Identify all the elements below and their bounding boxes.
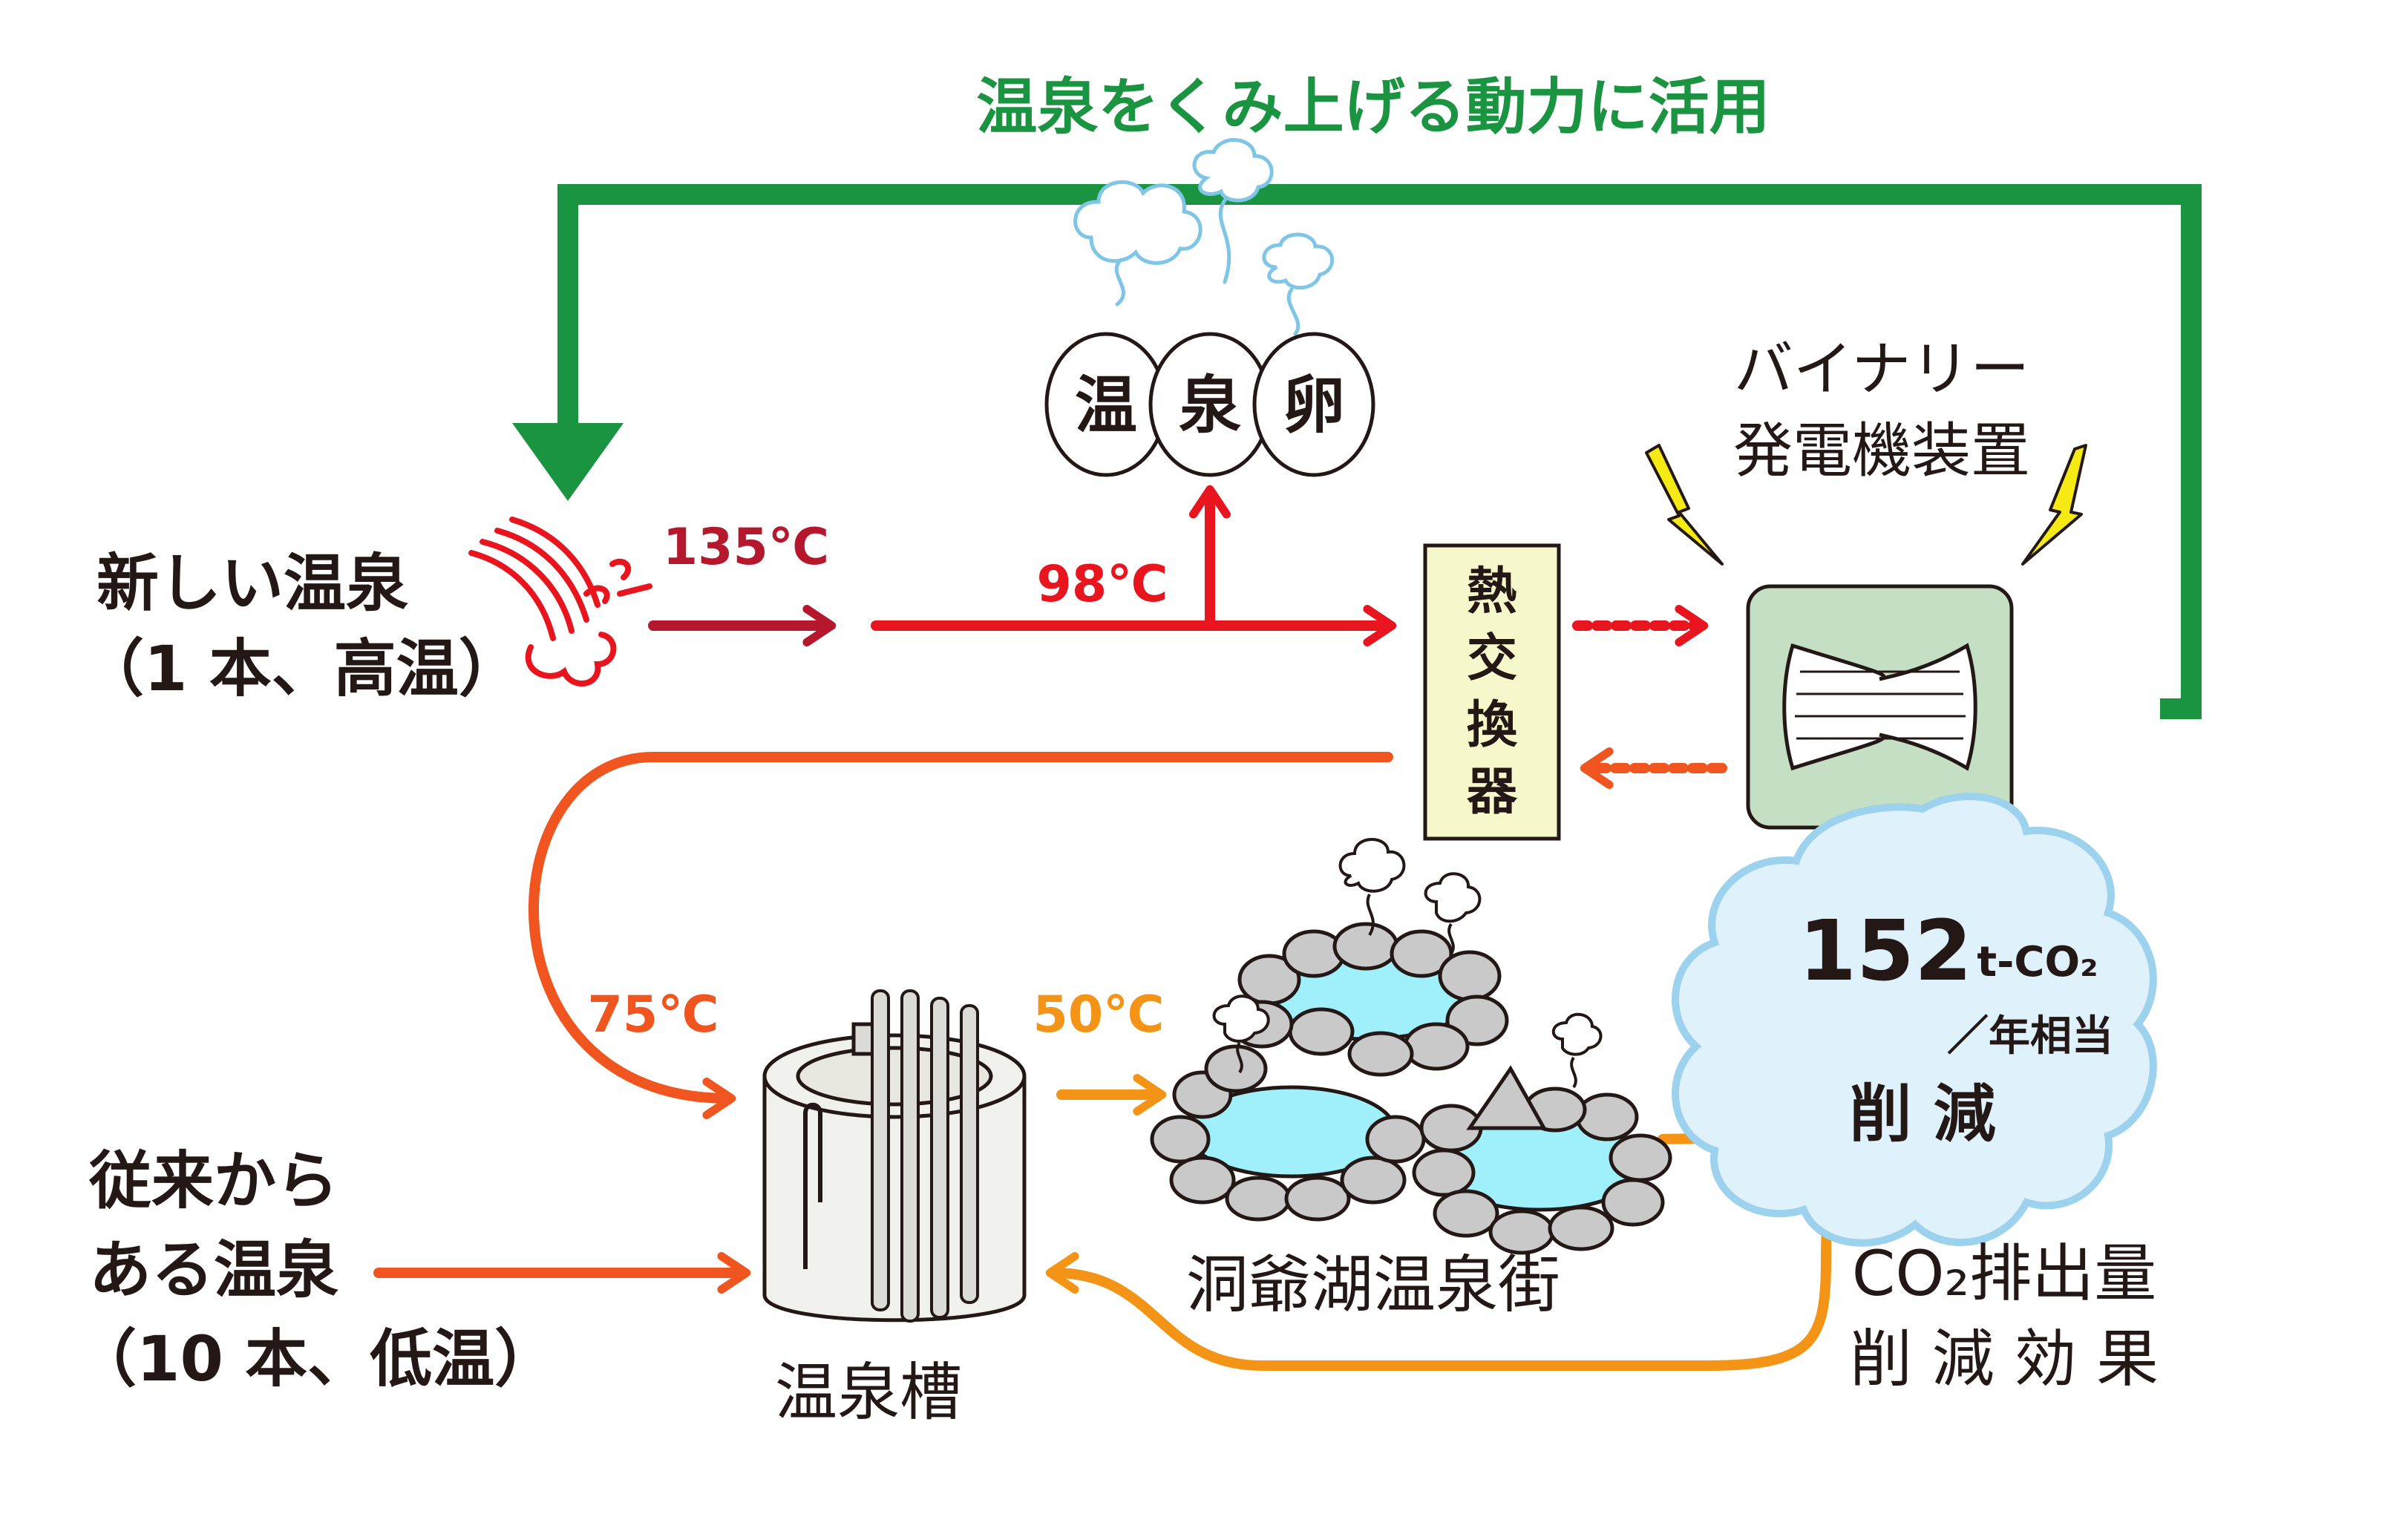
binary-label-line2: 発電機装置 (1733, 416, 2030, 485)
heat-exchanger-char-4: 器 (1467, 763, 1518, 822)
green-return-loop (512, 184, 2202, 719)
old-spring-line3: （10 本、低温） (74, 1323, 557, 1395)
co2-cloud (1672, 793, 2157, 1247)
binary-generator-icon (1746, 584, 2014, 830)
old-spring-line2: ある温泉 (89, 1233, 338, 1306)
green-arrowhead (512, 423, 624, 501)
egg-icon (1252, 332, 1375, 477)
temp-135: 135℃ (663, 518, 829, 577)
co2-effect-line1: CO₂排出量 (1852, 1237, 2156, 1310)
old-spring-line1: 従来から (88, 1144, 338, 1217)
egg-char-3: 卵 (1283, 369, 1345, 442)
heat-exchanger-box (1423, 543, 1561, 841)
temp-98: 98℃ (1037, 555, 1168, 614)
binary-label-line1: バイナリー (1734, 335, 2029, 404)
lightning-icon (1645, 444, 2087, 566)
egg-char-1: 温 (1075, 369, 1137, 442)
co2-value: 152 (1799, 903, 1972, 1000)
gushing-spring-icon (468, 517, 652, 687)
tank-label: 温泉槽 (775, 1356, 962, 1429)
co2-effect-line2: 削 減 効 果 (1850, 1323, 2159, 1395)
new-spring-line2: （1 本、高温） (82, 632, 521, 705)
co2-per-year: ／年相当 (1947, 1012, 2113, 1061)
town-label: 洞爺湖温泉街 (1186, 1248, 1560, 1321)
heat-exchanger-char-3: 換 (1467, 696, 1518, 755)
egg-char-2: 泉 (1179, 369, 1241, 442)
co2-reduction: 削 減 (1849, 1078, 1995, 1150)
hot-spring-town-icon (1150, 838, 1672, 1255)
co2-unit: t-CO₂ (1977, 938, 2098, 986)
hot-spring-tank-icon (762, 989, 1027, 1323)
onsen-eggs (1044, 332, 1375, 477)
new-spring-line1: 新しい温泉 (96, 547, 408, 620)
heat-exchanger-char-1: 熱 (1467, 563, 1517, 621)
temp-50: 50℃ (1033, 986, 1165, 1044)
heat-exchanger-char-2: 交 (1467, 629, 1517, 688)
steam-icon (1073, 138, 1334, 336)
temp-75: 75℃ (588, 986, 719, 1044)
title: 温泉をくみ上げる動力に活用 (976, 72, 1770, 142)
